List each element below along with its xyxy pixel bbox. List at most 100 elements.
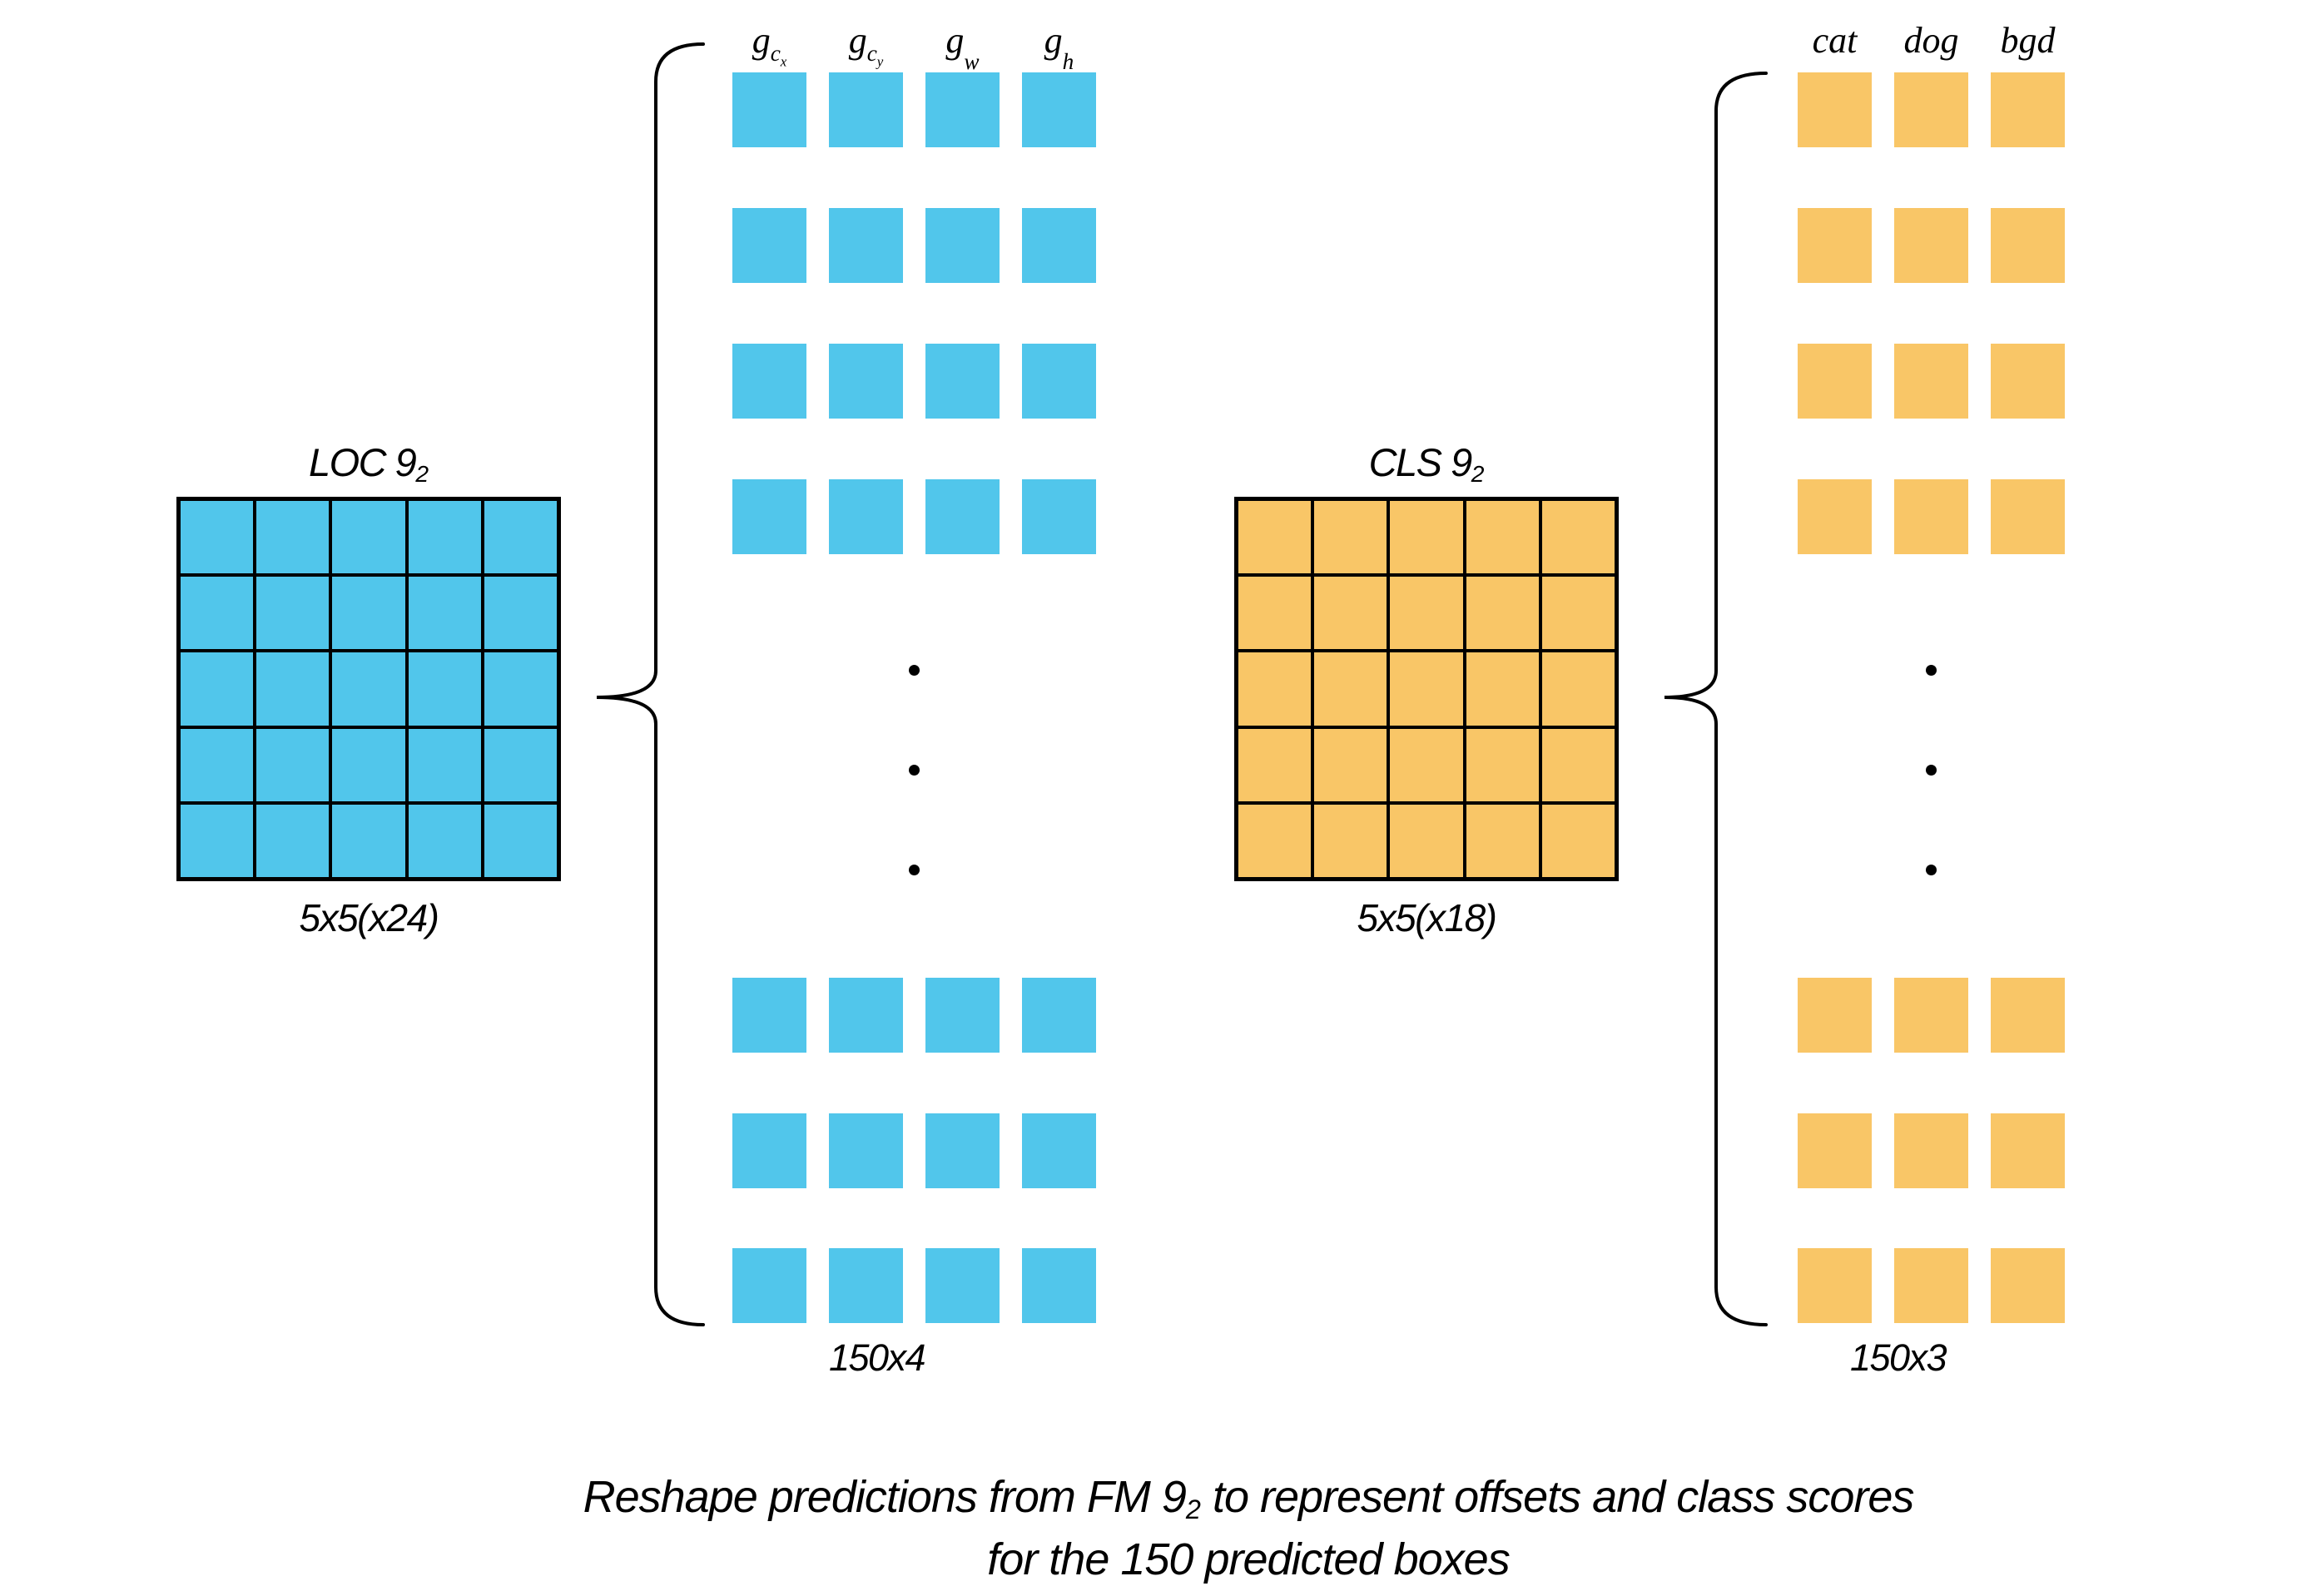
loc-matrix-cell <box>732 344 806 419</box>
loc-matrix-cell-row <box>732 1113 1096 1188</box>
cls-matrix-cell <box>1798 1113 1872 1188</box>
loc-matrix-cell <box>1022 978 1096 1053</box>
cls-matrix-cell <box>1798 978 1872 1053</box>
loc-grid-cell <box>408 804 481 877</box>
cls-title-text: CLS 9 <box>1368 440 1473 484</box>
loc-grid-size-label: 5x5(x24) <box>299 896 439 939</box>
cls-brace-icon <box>1664 72 1768 1326</box>
cls-matrix-cell <box>1798 72 1872 147</box>
loc-grid-cell <box>256 652 330 726</box>
loc-title-text: LOC 9 <box>308 440 417 484</box>
cls-grid-cell <box>1390 804 1463 877</box>
cls-header-cat: cat <box>1812 20 1858 61</box>
loc-brace-icon <box>596 42 705 1326</box>
loc-matrix-cell <box>925 208 1000 283</box>
loc-grid-cell <box>332 728 405 801</box>
cls-grid-cell <box>1390 652 1463 726</box>
loc-grid-cell <box>332 501 405 574</box>
loc-title-subscript: 2 <box>415 460 429 488</box>
loc-matrix-cell <box>829 1113 903 1188</box>
cls-grid-cell <box>1238 728 1312 801</box>
cls-matrix-cell <box>1991 978 2065 1053</box>
cls-grid-cell <box>1314 652 1387 726</box>
loc-grid-title: LOC 92 <box>176 439 561 488</box>
loc-matrix-cell <box>925 72 1000 147</box>
loc-grid-cell <box>408 501 481 574</box>
loc-matrix-cell-row <box>732 978 1096 1053</box>
loc-matrix-cell <box>829 344 903 419</box>
cls-grid-cell <box>1314 804 1387 877</box>
cls-grid-cell <box>1390 728 1463 801</box>
loc-grid-cell <box>181 652 254 726</box>
cls-matrix-cell <box>1991 344 2065 419</box>
cls-matrix-cell <box>1894 1113 1968 1188</box>
loc-matrix-cell <box>829 208 903 283</box>
loc-feature-map-grid <box>176 497 561 881</box>
loc-grid-cell <box>408 577 481 650</box>
loc-matrix-cell <box>829 479 903 554</box>
loc-matrix-cell <box>732 1113 806 1188</box>
loc-grid-cell <box>484 728 557 801</box>
cls-matrix-cell <box>1991 479 2065 554</box>
cls-matrix-cell <box>1991 1248 2065 1323</box>
cls-grid-cell <box>1314 577 1387 650</box>
cls-matrix-cell <box>1798 344 1872 419</box>
loc-matrix-cell <box>925 344 1000 419</box>
loc-matrix <box>732 72 1096 1323</box>
loc-matrix-cell-row <box>732 72 1096 147</box>
loc-matrix-cell <box>732 978 806 1053</box>
loc-grid-cell <box>332 804 405 877</box>
ellipsis-dot <box>1926 765 1937 776</box>
cls-grid-cell <box>1541 501 1615 574</box>
loc-matrix-cell <box>829 1248 903 1323</box>
cls-matrix-cell-row <box>1798 479 2065 554</box>
cls-grid-cell <box>1541 804 1615 877</box>
loc-grid-cell <box>181 501 254 574</box>
cls-matrix-cell-row <box>1798 978 2065 1053</box>
cls-matrix-cell <box>1894 344 1968 419</box>
loc-matrix-cell <box>1022 479 1096 554</box>
loc-matrix-cell-row <box>732 479 1096 554</box>
cls-grid-cell <box>1390 501 1463 574</box>
loc-matrix-cell <box>732 72 806 147</box>
loc-matrix-cell <box>1022 72 1096 147</box>
loc-grid-cell <box>181 728 254 801</box>
cls-grid-cell <box>1314 728 1387 801</box>
cls-matrix-cell-row <box>1798 1248 2065 1323</box>
cls-matrix-cell-row <box>1798 72 2065 147</box>
cls-feature-map-grid <box>1234 497 1619 881</box>
loc-grid-cell <box>332 577 405 650</box>
loc-grid-cell <box>484 577 557 650</box>
loc-matrix-cell <box>925 1248 1000 1323</box>
loc-grid-cell <box>256 501 330 574</box>
loc-matrix-cell <box>829 978 903 1053</box>
loc-grid-cell <box>484 501 557 574</box>
ellipsis-dot <box>909 765 920 776</box>
cls-grid-cell <box>1466 577 1539 650</box>
loc-grid-cell <box>256 804 330 877</box>
cls-matrix-cell <box>1894 72 1968 147</box>
caption-line1-subscript: 2 <box>1185 1494 1201 1525</box>
cls-grid-cell <box>1466 652 1539 726</box>
caption-line1-post: to represent offsets and class scores <box>1200 1472 1914 1522</box>
cls-grid-title: CLS 92 <box>1234 439 1619 488</box>
cls-grid-cell <box>1314 501 1387 574</box>
cls-grid-size-label: 5x5(x18) <box>1357 896 1497 939</box>
cls-grid-cell <box>1238 577 1312 650</box>
loc-matrix-cell <box>1022 344 1096 419</box>
ellipsis-dot <box>909 865 920 875</box>
loc-grid-cell <box>408 652 481 726</box>
ellipsis-dot <box>1926 865 1937 875</box>
cls-grid-cell <box>1466 501 1539 574</box>
cls-header-dog: dog <box>1903 20 1959 61</box>
loc-matrix-cell <box>732 208 806 283</box>
cls-matrix-shape-label: 150x3 <box>1849 1336 1947 1379</box>
loc-grid-cell <box>256 577 330 650</box>
cls-grid-cell <box>1541 728 1615 801</box>
